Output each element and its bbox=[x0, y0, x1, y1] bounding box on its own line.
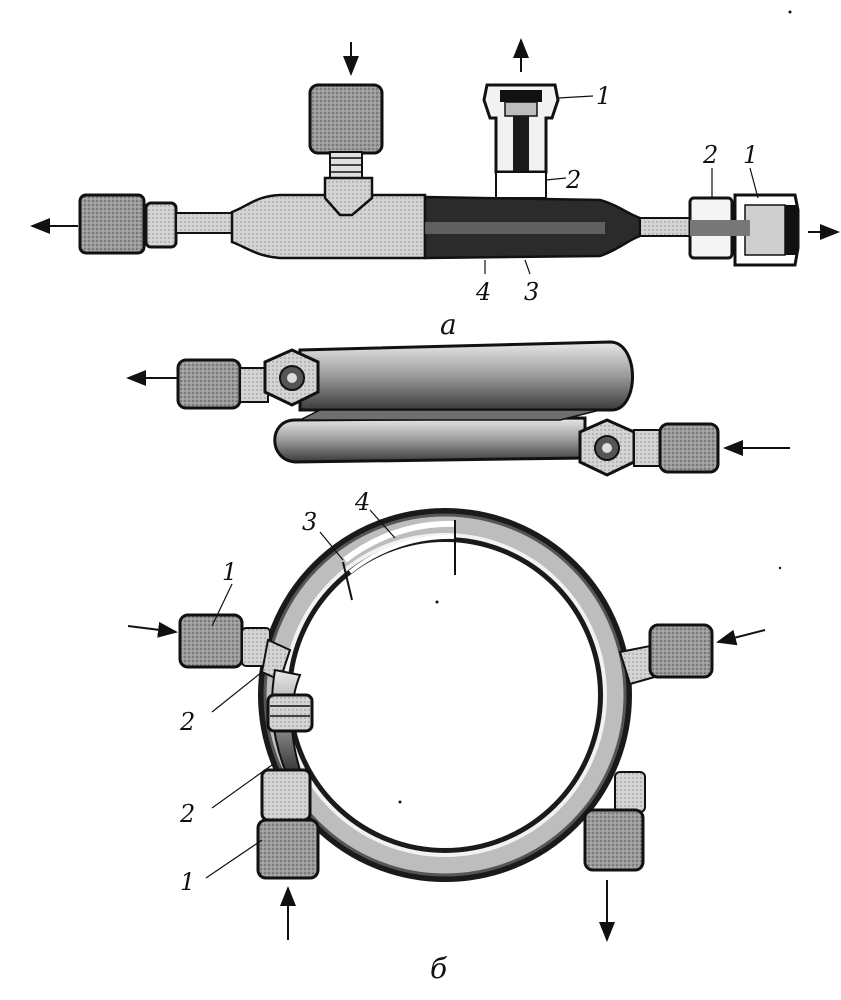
right-end-fitting bbox=[688, 193, 800, 267]
mid-left-nut bbox=[176, 358, 242, 410]
callout-a-body-4: 4 bbox=[475, 278, 491, 306]
panel-b-coiled-exchanger: 3 4 1 2 2 1 б bbox=[127, 488, 766, 985]
inlet-fitting-top-left bbox=[308, 83, 384, 217]
callout-b-left-upper-1: 1 bbox=[222, 558, 237, 586]
callout-a-end-1: 1 bbox=[743, 141, 758, 169]
coil-fitting-left-lower bbox=[256, 768, 320, 880]
callout-a-top-2: 2 bbox=[565, 166, 581, 194]
coil-fitting-right-upper bbox=[618, 623, 714, 686]
flow-arrow-b-right-in bbox=[716, 629, 766, 646]
panel-a-straight-exchanger: 1 2 2 1 4 3 а bbox=[30, 38, 840, 341]
coil-fitting-left-upper bbox=[178, 613, 292, 682]
u-tube-exchanger bbox=[126, 340, 790, 477]
callout-b-left-upper-2: 2 bbox=[179, 708, 195, 736]
caption-b: б bbox=[430, 952, 448, 985]
outlet-fitting-top-right bbox=[482, 83, 560, 199]
coil-inner-light bbox=[265, 515, 625, 875]
caption-a: а bbox=[440, 308, 457, 341]
callout-a-end-2: 2 bbox=[702, 141, 718, 169]
coil-fitting-right-lower bbox=[583, 771, 646, 872]
callout-b-layer-4: 4 bbox=[354, 488, 370, 516]
callout-a-body-3: 3 bbox=[524, 278, 539, 306]
flow-arrow-b-left-in bbox=[127, 621, 178, 638]
callout-b-layer-3: 3 bbox=[302, 508, 317, 536]
exchanger-body bbox=[230, 193, 691, 260]
callout-a-top-1: 1 bbox=[596, 82, 611, 110]
mid-right-nut bbox=[658, 422, 720, 474]
callout-b-left-lower-1: 1 bbox=[180, 868, 195, 896]
callout-b-left-lower-2: 2 bbox=[179, 800, 195, 828]
coil-fitting-left-collar bbox=[266, 693, 314, 733]
left-end-nut bbox=[78, 193, 237, 255]
